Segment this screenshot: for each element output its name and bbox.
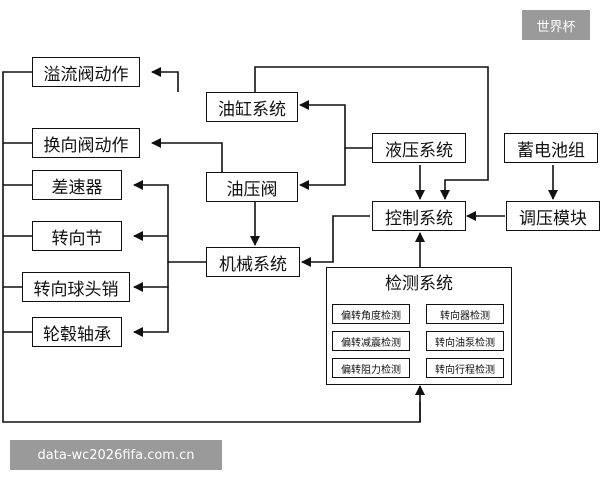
detection-item-deflection-damping: 偏转减震检测: [332, 331, 410, 351]
control-system-box: 控制系统: [372, 201, 466, 231]
hydraulic-system-box: 液压系统: [372, 133, 466, 163]
watermark-bottom: data-wc2026fifa.com.cn: [10, 440, 222, 470]
line-control-to-mechanical: [301, 215, 370, 267]
reversing-valve-box: 换向阀动作: [32, 128, 140, 158]
detection-item-steering-gear: 转向器检测: [426, 304, 504, 324]
ball-joint-pin-box: 转向球头销: [22, 272, 130, 302]
regulator-module-box: 调压模块: [506, 201, 600, 231]
line-hydraulic-to-cylinder: [299, 100, 372, 149]
battery-box: 蓄电池组: [504, 133, 598, 163]
detection-system-title: 检测系统: [385, 274, 453, 294]
mechanical-system-box: 机械系统: [206, 247, 300, 277]
differential-box: 差速器: [32, 170, 122, 200]
detection-item-deflection-angle: 偏转角度检测: [332, 304, 410, 324]
watermark-top: 世界杯: [522, 10, 590, 40]
steering-knuckle-box: 转向节: [32, 221, 122, 251]
detection-item-steering-travel: 转向行程检测: [426, 358, 504, 378]
detection-item-steering-pump: 转向油泵检测: [426, 331, 504, 351]
hub-bearing-box: 轮毂轴承: [32, 317, 122, 347]
line-cylinder-loop-to-control: [254, 66, 489, 200]
overflow-valve-box: 溢流阀动作: [32, 57, 140, 87]
oil-valve-box: 油压阀: [206, 172, 298, 202]
arrow-to-balljoint: [133, 262, 169, 292]
line-hydraulic-to-valve: [299, 148, 346, 190]
line-cylinder-to-overflow: [151, 67, 179, 92]
oil-cylinder-box: 油缸系统: [206, 92, 298, 122]
detection-item-deflection-resistance: 偏转阻力检测: [332, 358, 410, 378]
arrow-to-bearing: [133, 287, 169, 337]
line-valve-to-reversing: [151, 138, 223, 172]
line-mech-trunk: [133, 180, 206, 263]
